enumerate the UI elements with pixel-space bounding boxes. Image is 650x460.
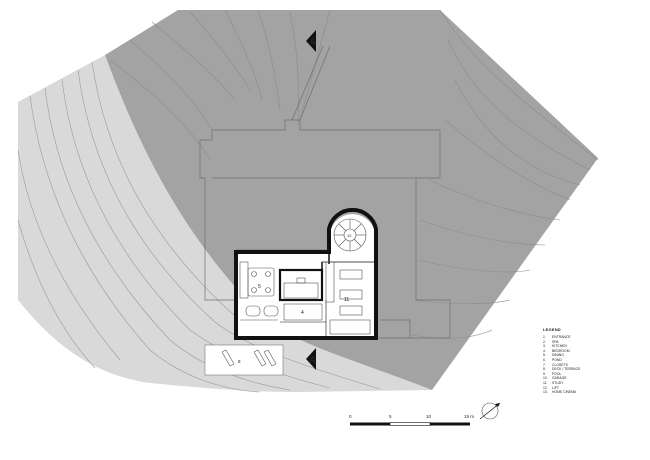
room-label-8: 8 — [238, 359, 241, 364]
legend-item-number: 5. — [543, 353, 546, 358]
legend-item: 9. POOL — [543, 372, 643, 377]
room-label-5: 5 — [258, 284, 261, 290]
legend-item: 5. DINING — [543, 353, 643, 358]
legend-item: 1. ENTRANCE — [543, 335, 643, 340]
legend-item-number: 3. — [543, 344, 546, 349]
room-label-4: 4 — [301, 310, 304, 316]
scale-tick-0: 0 — [349, 414, 352, 419]
legend-item: 10. GARAGE — [543, 376, 643, 381]
legend-item-number: 8. — [543, 367, 546, 372]
legend-item-label: LIFT — [552, 385, 559, 390]
legend-item-number: 6. — [543, 357, 546, 362]
scale-tick-10: 10 — [426, 414, 432, 419]
furniture — [239, 261, 371, 335]
section-marker-bottom: A — [306, 348, 316, 370]
terrace-deck — [204, 344, 284, 376]
legend-item: 8. DECK / TERRACE — [543, 367, 643, 372]
legend-item-label: HOME CINEMA — [552, 390, 577, 395]
legend-item-label: ENTRANCE — [552, 335, 571, 339]
legend-item-number: 10. — [543, 376, 548, 381]
scale-tick-15: 15 m — [464, 414, 474, 419]
room-label-12: 12 — [347, 233, 352, 238]
building: 5 4 11 12 — [234, 207, 378, 340]
sun-loungers — [221, 349, 277, 367]
legend-item: 6. POND — [543, 358, 643, 363]
legend-list: 1. ENTRANCE 2. SPA 3. KITCHEN 4. BEDROOM 5. DININ… — [543, 335, 643, 395]
legend-item: 2. SPA — [543, 340, 643, 345]
legend-item-number: 9. — [543, 371, 546, 376]
legend-item-label: BEDROOM — [552, 348, 570, 353]
legend-item: 4. BEDROOM — [543, 349, 643, 354]
legend-item-number: 2. — [543, 339, 546, 344]
scale-bar: 0 5 10 15 m — [349, 414, 474, 426]
scale-tick-5: 5 — [389, 414, 392, 419]
legend-item-label: DECK / TERRACE — [552, 367, 581, 372]
terrain-light-area — [18, 55, 432, 392]
legend-item-number: 11. — [543, 380, 548, 385]
section-marker-top: A — [306, 30, 316, 52]
legend-item: 12. LIFT — [543, 386, 643, 391]
legend-item-label: POOL — [552, 371, 562, 376]
legend-item-label: POND — [552, 357, 562, 362]
upper-floor-outline — [199, 45, 451, 339]
spiral-stair — [333, 218, 367, 252]
legend-item-label: CLOSETS — [552, 362, 568, 367]
terrain-dark-area — [105, 10, 598, 390]
legend-item: 11. STUDY — [543, 381, 643, 386]
room-label-11: 11 — [344, 297, 349, 303]
legend-item-label: SPA — [552, 339, 559, 344]
legend-item-label: STUDY — [552, 380, 564, 385]
legend: LEGEND 1. ENTRANCE 2. SPA 3. KITCHEN 4. BEDROOM… — [543, 327, 643, 395]
legend-item-label: KITCHEN — [552, 344, 567, 349]
legend-item-label: DINING — [552, 353, 564, 358]
north-arrow-icon — [479, 402, 501, 420]
legend-item-number: 7. — [543, 362, 546, 367]
contour-lines-light — [17, 61, 381, 393]
legend-item: 7. CLOSETS — [543, 363, 643, 368]
legend-item-label: GARAGE — [552, 376, 567, 381]
legend-title: LEGEND — [543, 327, 561, 332]
legend-item-number: 1. — [543, 335, 546, 339]
section-marker-top-label: A — [309, 37, 316, 48]
legend-item: 3. KITCHEN — [543, 344, 643, 349]
legend-item-number: 13. — [543, 390, 548, 395]
section-marker-bottom-label: A — [309, 355, 316, 366]
terrace: 8 — [204, 344, 284, 376]
contour-lines-dark — [109, 9, 599, 339]
legend-item-number: 4. — [543, 348, 546, 353]
exterior-walls — [234, 207, 378, 340]
legend-item: 13. HOME CINEMA — [543, 390, 643, 395]
legend-item-number: 12. — [543, 385, 548, 390]
